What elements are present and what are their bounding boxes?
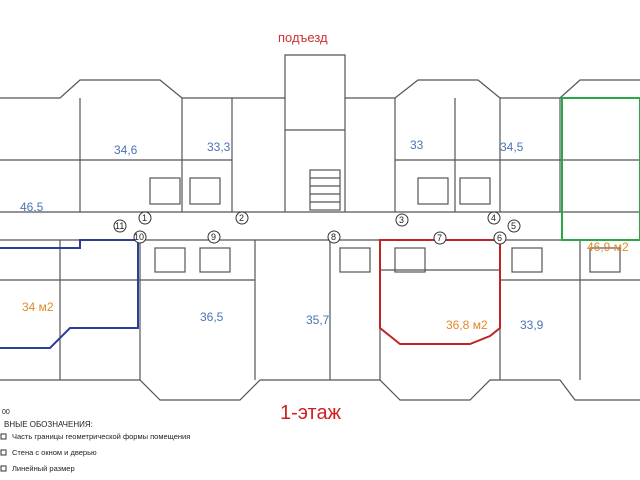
axis-marker: 11 <box>115 221 124 231</box>
apartment-area: 34,6 <box>114 143 138 157</box>
legend-item: Часть границы геометрической формы помещ… <box>12 432 191 441</box>
axis-marker: 6 <box>497 233 502 243</box>
apartment-area: 35,7 <box>306 313 330 327</box>
outline-apartment-34 <box>0 239 139 349</box>
legend-icons <box>0 433 7 472</box>
apartment-area: 46,5 <box>20 200 44 214</box>
axis-marker: 5 <box>511 221 516 231</box>
axis-marker: 7 <box>437 233 442 243</box>
axis-marker: 8 <box>331 232 336 242</box>
apartment-area: 33,9 <box>520 318 544 332</box>
scale-fragment: 00 <box>2 409 10 416</box>
axis-marker: 2 <box>239 213 244 223</box>
legend-item: Стена с окном и дверью <box>12 448 97 457</box>
floor-label: 1-этаж <box>280 402 341 424</box>
outline-apartment-46-9 <box>561 97 640 241</box>
apartment-area: 34 м2 <box>22 300 54 314</box>
legend-item: Линейный размер <box>12 464 75 473</box>
axis-marker: 10 <box>134 232 144 242</box>
apartment-area: 34,5 <box>500 140 524 154</box>
apartment-area: 36,5 <box>200 310 224 324</box>
axis-marker: 1 <box>142 213 147 223</box>
legend-title: ВНЫЕ ОБОЗНАЧЕНИЯ: <box>4 420 93 429</box>
apartment-area: 46,9 м2 <box>587 240 629 254</box>
axis-markers: 1 2 3 4 5 6 7 8 9 10 11 <box>113 211 521 245</box>
apartment-area: 36,8 м2 <box>446 318 488 332</box>
outline-apartment-36-8 <box>379 239 501 345</box>
apartment-area: 33,3 <box>207 140 231 154</box>
axis-marker: 4 <box>491 213 496 223</box>
axis-marker: 9 <box>211 232 216 242</box>
axis-marker: 3 <box>399 215 404 225</box>
building-walls <box>0 54 640 401</box>
apartment-area: 33 <box>410 138 424 152</box>
entrance-label: подъезд <box>278 30 328 45</box>
